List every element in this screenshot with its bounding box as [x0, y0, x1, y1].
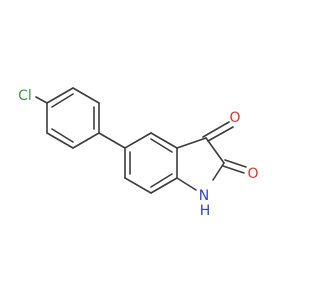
- ketone-double-bond: [207, 126, 234, 142]
- bond: [46, 132, 74, 149]
- double-bond: [51, 93, 74, 108]
- bond: [176, 177, 197, 191]
- bond: [124, 132, 152, 149]
- bond: [205, 137, 225, 164]
- chlorophenyl-ring: [46, 87, 100, 149]
- lactam-oxygen-label: O: [247, 166, 258, 182]
- bond-c-cl: [35, 96, 48, 104]
- lactam-ring: [176, 137, 225, 191]
- bond: [150, 177, 178, 194]
- chlorine-label: Cl: [18, 88, 32, 104]
- ketone-oxygen-label: O: [229, 110, 240, 126]
- lactam-carbonyl-double-bond: [222, 165, 245, 174]
- bond: [72, 132, 100, 149]
- molecule-structure-diagram: Cl O O N H: [18, 87, 259, 219]
- indoline-benzene-ring: [124, 132, 178, 194]
- lactam-carbonyl-double-bond: [224, 159, 247, 168]
- bond: [72, 87, 100, 104]
- nitrogen-label: N: [199, 188, 209, 204]
- bond: [212, 162, 225, 181]
- bond: [124, 177, 152, 194]
- double-bond: [150, 173, 173, 188]
- bond: [176, 137, 207, 149]
- bond: [150, 132, 178, 149]
- ketone-double-bond: [202, 121, 230, 138]
- hydrogen-label: H: [200, 203, 211, 219]
- bond: [46, 87, 74, 104]
- double-bond: [150, 138, 173, 153]
- double-bond: [51, 128, 74, 143]
- biaryl-bond: [98, 132, 126, 149]
